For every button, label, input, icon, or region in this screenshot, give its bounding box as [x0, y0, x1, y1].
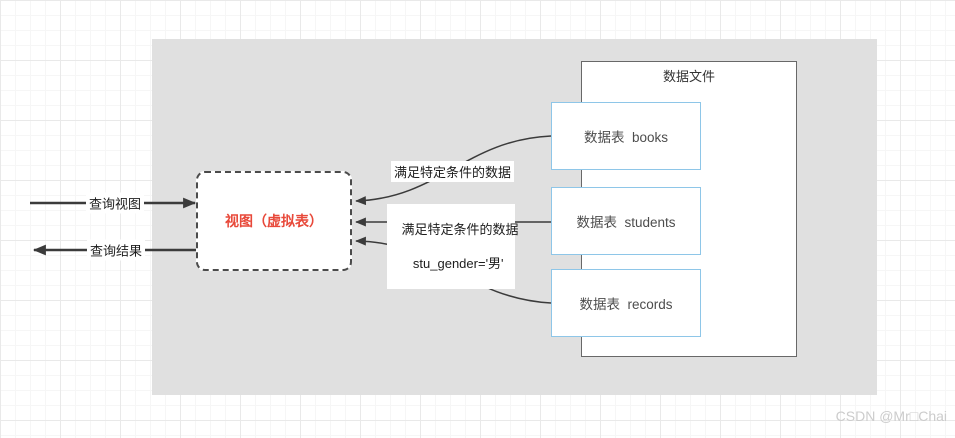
view-node-label: 视图（虚拟表）: [225, 213, 323, 229]
table-node-records: 数据表 records: [551, 269, 701, 337]
data-file-title: 数据文件: [662, 69, 715, 84]
csdn-watermark: CSDN @Mr□Chai: [835, 408, 947, 424]
view-node: 视图（虚拟表）: [196, 171, 352, 271]
query-view-arrow-label: 查询视图: [85, 192, 145, 214]
table-node-books: 数据表 books: [551, 102, 701, 170]
table-node-records-label: 数据表 records: [579, 297, 673, 312]
students-condition-label: 满足特定条件的数据 stu_gender='男': [387, 204, 519, 289]
table-node-students: 数据表 students: [551, 187, 701, 255]
students-condition-line1: 满足特定条件的数据: [401, 222, 519, 237]
query-result-arrow-label: 查询结果: [86, 239, 146, 261]
students-condition-line2: stu_gender='男': [412, 256, 504, 271]
table-node-students-label: 数据表 students: [576, 215, 676, 230]
table-node-books-label: 数据表 books: [583, 130, 669, 145]
books-condition-label: 满足特定条件的数据: [391, 161, 515, 182]
